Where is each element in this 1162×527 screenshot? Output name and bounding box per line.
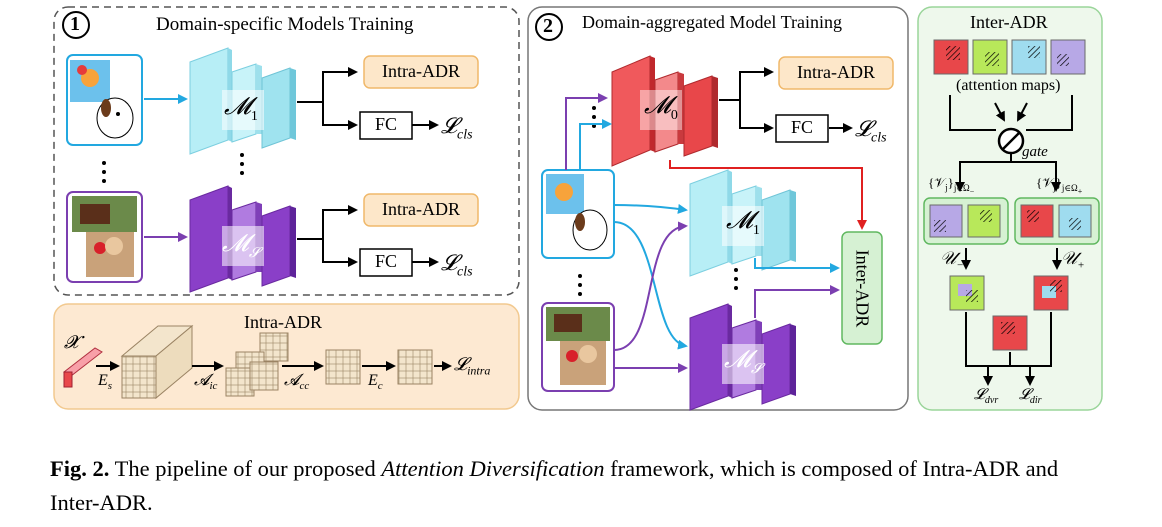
intra-map-ec bbox=[397, 349, 433, 385]
v-plus-label: {𝒱j}j∈Ω+ bbox=[1036, 175, 1083, 196]
panel2-number: 2 bbox=[543, 15, 553, 37]
fc-box-top bbox=[359, 111, 413, 140]
gate-label: gate bbox=[1022, 144, 1048, 160]
panel2-number-circle bbox=[535, 13, 563, 41]
intra-adr-box-bottom bbox=[363, 193, 479, 227]
model-m1-agg-label: 𝓜1 bbox=[726, 208, 760, 238]
model-m0-label: 𝓜0 bbox=[644, 93, 678, 123]
panel2-title: Domain-aggregated Model Training bbox=[582, 12, 842, 32]
branch-ms bbox=[297, 205, 358, 240]
panel1-number: 1 bbox=[70, 13, 80, 35]
fc-box-agg bbox=[775, 114, 829, 143]
arrow-red-to-inter bbox=[669, 160, 867, 230]
inter-adr-vertical-label: Inter-ADR bbox=[852, 249, 873, 328]
model-ms-agg bbox=[689, 303, 796, 411]
fc-box-bottom bbox=[359, 248, 413, 277]
intra-x-label: 𝓧 bbox=[64, 332, 79, 352]
intra-feature-x bbox=[63, 347, 103, 388]
v-minus-label: {𝒱j}j∈Ω− bbox=[928, 175, 975, 196]
loss-cls-agg: 𝓛cls bbox=[855, 116, 887, 146]
model-ms bbox=[189, 185, 296, 293]
branch-m1 bbox=[297, 67, 358, 103]
panel2-border bbox=[527, 6, 909, 411]
intra-aic-label: 𝓐ic bbox=[194, 372, 218, 393]
arrow-m1-to-inter bbox=[754, 258, 840, 273]
model-m1 bbox=[189, 47, 296, 155]
loss-dir-label: 𝓛dir bbox=[1019, 387, 1042, 406]
intra-loss-label: 𝓛intra bbox=[454, 354, 491, 378]
intra-ec-label: Ec bbox=[368, 372, 383, 393]
caption-text-after: framework, which is composed of Intra-AD… bbox=[50, 456, 1059, 515]
fc-label-agg: FC bbox=[790, 117, 814, 137]
intra-adr-box-agg bbox=[778, 56, 894, 90]
intra-adr-label-agg: Intra-ADR bbox=[797, 62, 875, 82]
arrow-blue-to-m0 bbox=[579, 119, 612, 170]
caption-text-before: The pipeline of our proposed bbox=[109, 456, 382, 481]
caption-emphasis: Attention Diversification bbox=[381, 456, 605, 481]
panel1-border bbox=[53, 6, 520, 296]
intra-adr-label-bottom: Intra-ADR bbox=[382, 199, 460, 219]
intra-es-label: Es bbox=[98, 372, 113, 393]
intra-acc-label: 𝓐cc bbox=[284, 372, 310, 393]
arrow-cartoon-to-ms-agg bbox=[613, 221, 688, 350]
figure-caption: Fig. 2. The pipeline of our proposed Att… bbox=[50, 452, 1112, 520]
attention-maps-row bbox=[933, 39, 1086, 75]
intra-adr-label-top: Intra-ADR bbox=[382, 61, 460, 81]
caption-label: Fig. 2. bbox=[50, 456, 110, 481]
intra-panel-title: Intra-ADR bbox=[244, 312, 322, 332]
model-ms-agg-label: 𝓜𝓢 bbox=[724, 347, 762, 377]
fc-label-bottom: FC bbox=[374, 251, 398, 271]
attention-maps-label: (attention maps) bbox=[956, 77, 1061, 94]
intra-cube-aic bbox=[225, 332, 289, 397]
u-plus-label: 𝒰+ bbox=[1061, 248, 1085, 272]
intra-cube-es bbox=[120, 324, 194, 400]
intra-adr-box-top bbox=[363, 55, 479, 89]
arrow-ms-to-inter bbox=[754, 285, 840, 318]
model-ms-label: 𝓜𝓢 bbox=[222, 231, 260, 261]
loss-cls-bottom: 𝓛cls bbox=[441, 250, 473, 280]
panel1-number-circle bbox=[62, 11, 90, 39]
loss-dvr-label: 𝓛dvr bbox=[974, 387, 999, 406]
inter-adr-box-agg bbox=[841, 231, 883, 345]
panel3-title: Inter-ADR bbox=[970, 12, 1048, 32]
model-m1-agg bbox=[689, 169, 796, 277]
panel1-title: Domain-specific Models Training bbox=[156, 14, 414, 35]
ellipsis-dots-panel1 bbox=[102, 153, 244, 183]
ellipsis-dots-panel2 bbox=[578, 106, 738, 296]
fc-label-top: FC bbox=[374, 114, 398, 134]
u-minus-label: 𝒰− bbox=[940, 248, 964, 272]
intra-map-acc bbox=[325, 349, 361, 385]
arrow-cartoon-to-m1-agg bbox=[613, 203, 688, 214]
loss-cls-top: 𝓛cls bbox=[441, 113, 473, 143]
arrow-purple-to-m0 bbox=[565, 93, 608, 170]
model-m0 bbox=[611, 55, 718, 167]
model-m1-label: 𝓜1 bbox=[224, 94, 258, 124]
arrow-horse-to-m1-agg bbox=[613, 221, 688, 351]
